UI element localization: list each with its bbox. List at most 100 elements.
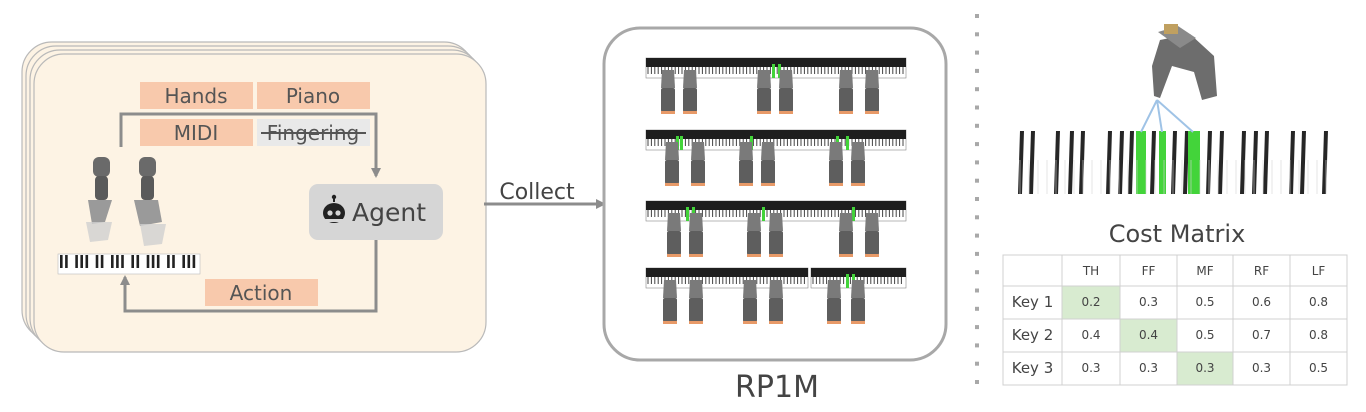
action-tag: Action	[205, 279, 318, 306]
robot-hand	[851, 142, 865, 186]
robot-icon	[321, 194, 347, 223]
robot-hand	[665, 142, 679, 186]
black-key	[167, 255, 170, 268]
row-label: Key 1	[1012, 293, 1054, 311]
black-key	[172, 255, 175, 268]
robot-hand-large	[1152, 24, 1217, 100]
robot-hand	[827, 280, 841, 324]
robot-hand	[769, 280, 783, 324]
black-key	[65, 255, 68, 268]
robot-hand	[739, 142, 753, 186]
robot-hand	[761, 142, 775, 186]
cost-cell: 0.7	[1252, 328, 1271, 342]
dataset-label: RP1M	[735, 370, 819, 405]
input-tag-piano: Piano	[257, 82, 370, 109]
robot-hand	[779, 70, 793, 114]
black-key	[60, 255, 63, 268]
robot-hand	[839, 213, 853, 257]
black-key	[192, 255, 196, 268]
robot-hands-illustration	[57, 157, 201, 275]
robot-hand	[661, 70, 675, 114]
input-tag-fingering: Fingering	[257, 119, 370, 146]
robot-hand	[851, 280, 865, 324]
pressed-key	[1136, 131, 1146, 194]
black-key	[1054, 131, 1060, 194]
rollout-frame	[645, 200, 907, 257]
row-label: Key 2	[1012, 326, 1054, 344]
black-key	[1171, 131, 1177, 194]
rollout-frame	[645, 129, 907, 186]
black-key	[100, 255, 104, 268]
highlight-cell	[1062, 286, 1120, 319]
black-key	[1068, 131, 1074, 194]
column-header: RF	[1254, 264, 1269, 278]
robot-hand	[743, 280, 757, 324]
piano-keyboard-small	[57, 253, 201, 275]
rollout-frame	[645, 57, 907, 114]
column-header: MF	[1196, 264, 1213, 278]
robot-hand	[757, 70, 771, 114]
black-key	[1183, 131, 1189, 194]
robot-hand	[865, 213, 879, 257]
svg-text:Collect: Collect	[499, 180, 575, 205]
black-key	[1018, 131, 1024, 194]
black-key	[1240, 131, 1246, 194]
black-key	[1218, 131, 1224, 194]
black-key	[85, 255, 89, 268]
cost-cell: 0.8	[1309, 295, 1328, 309]
cost-cell: 0.5	[1309, 361, 1328, 375]
black-key	[1106, 131, 1112, 194]
cost-cell: 0.4	[1139, 328, 1158, 342]
black-key	[151, 255, 155, 268]
dataset-panel	[602, 26, 948, 362]
pressed-key	[1159, 131, 1166, 194]
cost-cell: 0.3	[1195, 361, 1214, 375]
svg-text:Action: Action	[230, 281, 293, 305]
robot-hand	[667, 213, 681, 257]
collect-arrow: Collect	[484, 180, 606, 209]
black-key	[116, 255, 119, 268]
hand-figure-left	[86, 157, 112, 242]
robot-hand	[865, 70, 879, 114]
column-header: TH	[1082, 264, 1099, 278]
black-key	[1252, 131, 1258, 194]
hand-figure-right	[134, 157, 166, 246]
piano-keys-perspective	[1016, 131, 1334, 194]
black-key	[1079, 131, 1085, 194]
svg-text:Agent: Agent	[352, 198, 426, 227]
black-key	[1118, 131, 1124, 194]
cost-cell: 0.5	[1195, 295, 1214, 309]
robot-hand	[829, 142, 843, 186]
robot-hand	[747, 213, 761, 257]
rollout-frame	[645, 267, 907, 324]
black-key	[136, 255, 140, 268]
black-key	[146, 255, 150, 268]
cost-cell: 0.8	[1309, 328, 1328, 342]
black-key	[156, 255, 160, 268]
black-key	[1150, 131, 1156, 194]
row-label: Key 3	[1012, 359, 1054, 377]
robot-hand-over-piano	[1016, 24, 1334, 194]
cost-cell: 0.5	[1195, 328, 1214, 342]
svg-text:Hands: Hands	[164, 84, 227, 108]
svg-text:Piano: Piano	[286, 84, 340, 108]
robot-hand	[839, 70, 853, 114]
cost-cell: 0.4	[1081, 328, 1100, 342]
robot-hand	[683, 70, 697, 114]
black-key	[1263, 131, 1269, 194]
robot-hand	[689, 280, 703, 324]
black-key	[111, 255, 114, 268]
cost-cell: 0.6	[1252, 295, 1271, 309]
robot-hand	[689, 213, 703, 257]
black-key	[1128, 131, 1134, 194]
black-key	[121, 255, 124, 268]
black-key	[95, 255, 99, 268]
cost-cell: 0.2	[1081, 295, 1100, 309]
robot-hand	[691, 142, 705, 186]
agent-box: Agent	[309, 184, 443, 240]
column-header: LF	[1312, 264, 1326, 278]
cost-cell: 0.3	[1081, 361, 1100, 375]
input-tag-hands: Hands	[140, 82, 253, 109]
